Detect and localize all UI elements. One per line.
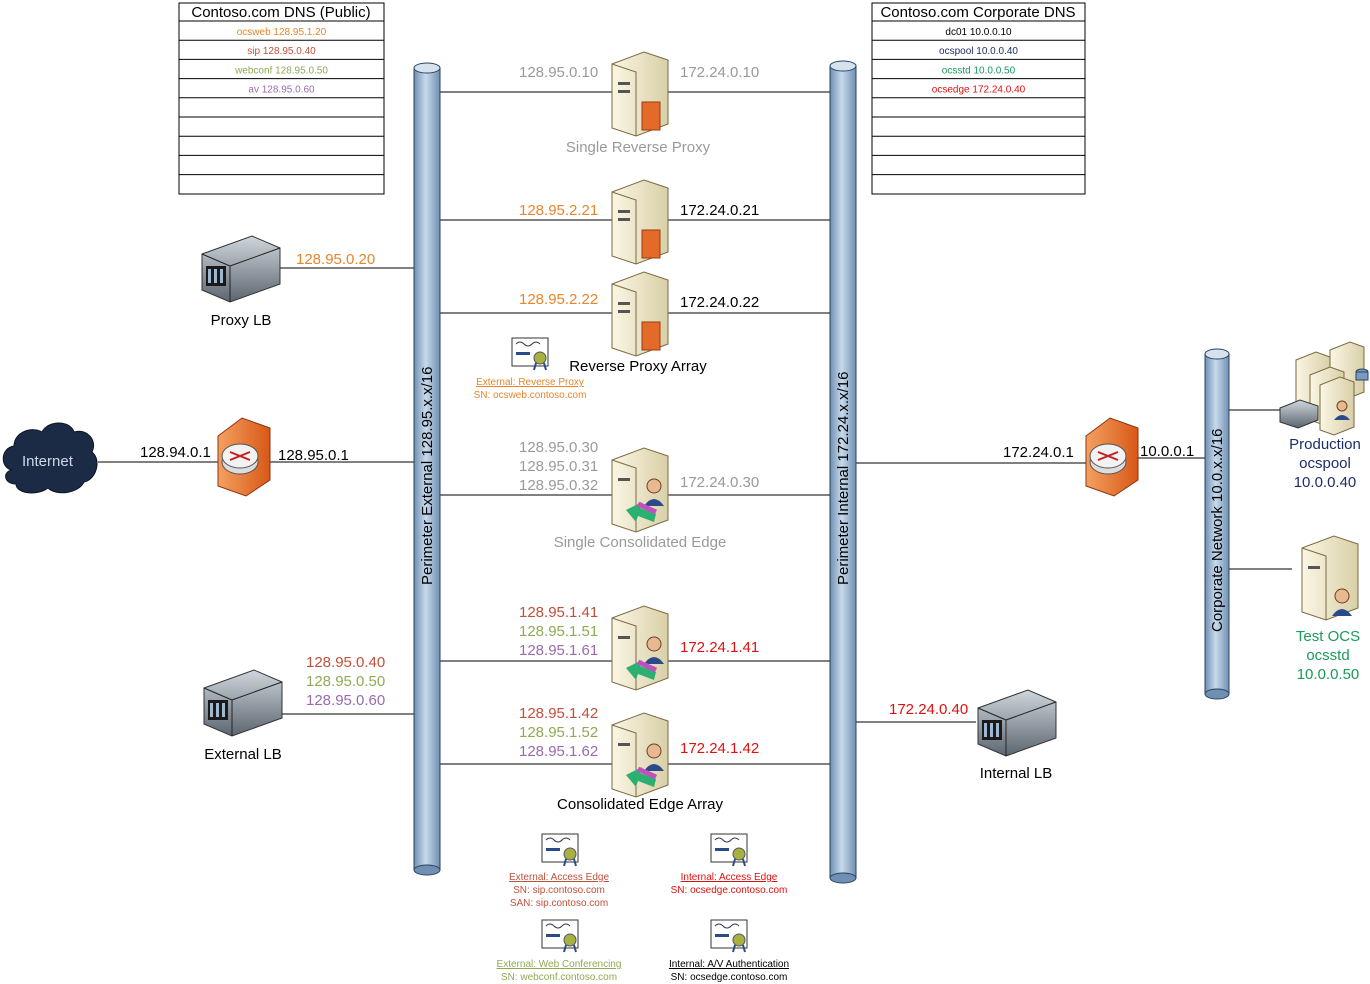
single-edge-server-icon — [611, 447, 669, 533]
srp-ext-ip: 128.95.0.10 — [519, 64, 598, 81]
rpa-s2-ext-ip: 128.95.2.22 — [519, 291, 598, 308]
internet-ip: 128.94.0.1 — [140, 444, 211, 461]
se-int-ip: 172.24.0.30 — [680, 474, 759, 491]
cert-reverse-proxy-icon — [511, 337, 549, 371]
rpa-s2-int-ip: 172.24.0.22 — [680, 294, 759, 311]
test-ocs-server-icon — [1301, 535, 1359, 621]
test-ocs-line3: 10.0.0.50 — [1297, 666, 1360, 683]
corp-router-right-ip: 10.0.0.1 — [1140, 443, 1194, 460]
ea-s1-int-ip: 172.24.1.41 — [680, 639, 759, 656]
proxy-lb-label: Proxy LB — [211, 312, 272, 329]
ea-s1-ip-3: 128.95.1.61 — [519, 642, 598, 659]
internet-label: Internet — [22, 453, 74, 470]
edge-array-server-2-icon — [611, 712, 669, 798]
bus-corporate-label: Corporate Network 10.0.x.x/16 — [1209, 429, 1226, 632]
bus-corporate — [1204, 348, 1230, 700]
dns-row: webconf 128.95.0.50 — [234, 65, 328, 76]
srp-int-ip: 172.24.0.10 — [680, 64, 759, 81]
cert-ext-access-line3: SAN: sip.contoso.com — [510, 898, 608, 909]
cert-ext-webconf-icon — [541, 919, 579, 953]
production-line1: Production — [1289, 436, 1361, 453]
se-label: Single Consolidated Edge — [554, 534, 727, 551]
corp-firewall-router-icon — [1085, 417, 1139, 497]
cert-ext-webconf-title: External: Web Conferencing — [497, 959, 622, 970]
bus-external — [413, 62, 441, 876]
test-ocs-line1: Test OCS — [1296, 628, 1360, 645]
se-ext-ip-3: 128.95.0.32 — [519, 477, 598, 494]
srp-label: Single Reverse Proxy — [566, 139, 711, 156]
edge-firewall-router-icon — [217, 417, 271, 497]
ea-s2-ip-1: 128.95.1.42 — [519, 705, 598, 722]
dns-row: ocspool 10.0.0.40 — [939, 46, 1018, 57]
cert-int-av-line2: SN: ocsedge.contoso.com — [671, 972, 788, 983]
external-lb-icon — [203, 669, 283, 737]
public-dns-title: Contoso.com DNS (Public) — [191, 4, 370, 21]
ea-s2-ip-3: 128.95.1.62 — [519, 743, 598, 760]
corp-dns-table: dc01 10.0.0.10 ocspool 10.0.0.40 ocsstd 10… — [871, 2, 1086, 195]
test-ocs-line2: ocsstd — [1306, 647, 1349, 664]
rpa-s1-ext-ip: 128.95.2.21 — [519, 202, 598, 219]
cert-ext-webconf-line2: SN: webconf.contoso.com — [501, 972, 617, 983]
int-lb-label: Internal LB — [980, 765, 1053, 782]
se-ext-ip-1: 128.95.0.30 — [519, 439, 598, 456]
rpa-label: Reverse Proxy Array — [569, 358, 707, 375]
rpa-s1-int-ip: 172.24.0.21 — [680, 202, 759, 219]
ext-lb-label: External LB — [204, 746, 282, 763]
proxy-lb-icon — [201, 235, 281, 303]
reverse-proxy-server-2-icon — [611, 271, 669, 357]
reverse-proxy-server-1-icon — [611, 179, 669, 265]
ea-label: Consolidated Edge Array — [557, 796, 723, 813]
bus-internal-label: Perimeter Internal 172.24.x.x/16 — [835, 372, 852, 585]
int-lb-ip: 172.24.0.40 — [889, 701, 968, 718]
cert-int-av-icon — [710, 919, 748, 953]
production-pool-servers-icon — [1279, 341, 1369, 436]
bus-internal — [829, 60, 857, 884]
dns-row: dc01 10.0.0.10 — [945, 27, 1012, 38]
cert-int-access-icon — [710, 833, 748, 867]
ea-s1-ip-1: 128.95.1.41 — [519, 604, 598, 621]
ext-lb-ip-1: 128.95.0.40 — [306, 654, 385, 671]
cert-int-access-title: Internal: Access Edge — [681, 872, 778, 883]
cert-ext-access-line2: SN: sip.contoso.com — [513, 885, 605, 896]
cert-ext-access-icon — [541, 833, 579, 867]
ea-s2-int-ip: 172.24.1.42 — [680, 740, 759, 757]
production-line2: ocspool — [1299, 455, 1351, 472]
dns-row: ocsedge 172.24.0.40 — [932, 85, 1026, 96]
edge-array-server-1-icon — [611, 605, 669, 691]
ea-s2-ip-2: 128.95.1.52 — [519, 724, 598, 741]
production-line3: 10.0.0.40 — [1294, 474, 1357, 491]
dns-row: sip 128.95.0.40 — [247, 46, 316, 57]
cert-ext-access-title: External: Access Edge — [509, 872, 609, 883]
public-dns-table: ocsweb 128.95.1.20 sip 128.95.0.40 webconf… — [178, 2, 385, 195]
proxy-lb-ip: 128.95.0.20 — [296, 251, 375, 268]
internet-cloud-icon — [2, 422, 98, 494]
dns-row: ocsweb 128.95.1.20 — [237, 27, 327, 38]
cert-int-av-title: Internal: A/V Authentication — [669, 959, 789, 970]
corp-router-left-ip: 172.24.0.1 — [1003, 444, 1074, 461]
cert-rp-line2: SN: ocsweb.contoso.com — [474, 390, 587, 401]
corp-dns-title: Contoso.com Corporate DNS — [880, 4, 1075, 21]
internal-lb-icon — [977, 689, 1057, 757]
dns-row: av 128.95.0.60 — [248, 85, 315, 96]
ext-lb-ip-3: 128.95.0.60 — [306, 692, 385, 709]
ea-s1-ip-2: 128.95.1.51 — [519, 623, 598, 640]
edge-router-ext-ip: 128.95.0.1 — [278, 447, 349, 464]
bus-external-label: Perimeter External 128.95.x.x/16 — [419, 367, 436, 585]
single-reverse-proxy-server-icon — [611, 51, 669, 137]
dns-row: ocsstd 10.0.0.50 — [942, 65, 1016, 76]
cert-rp-title: External: Reverse Proxy — [476, 377, 584, 388]
cert-int-access-line2: SN: ocsedge.contoso.com — [671, 885, 788, 896]
ext-lb-ip-2: 128.95.0.50 — [306, 673, 385, 690]
se-ext-ip-2: 128.95.0.31 — [519, 458, 598, 475]
